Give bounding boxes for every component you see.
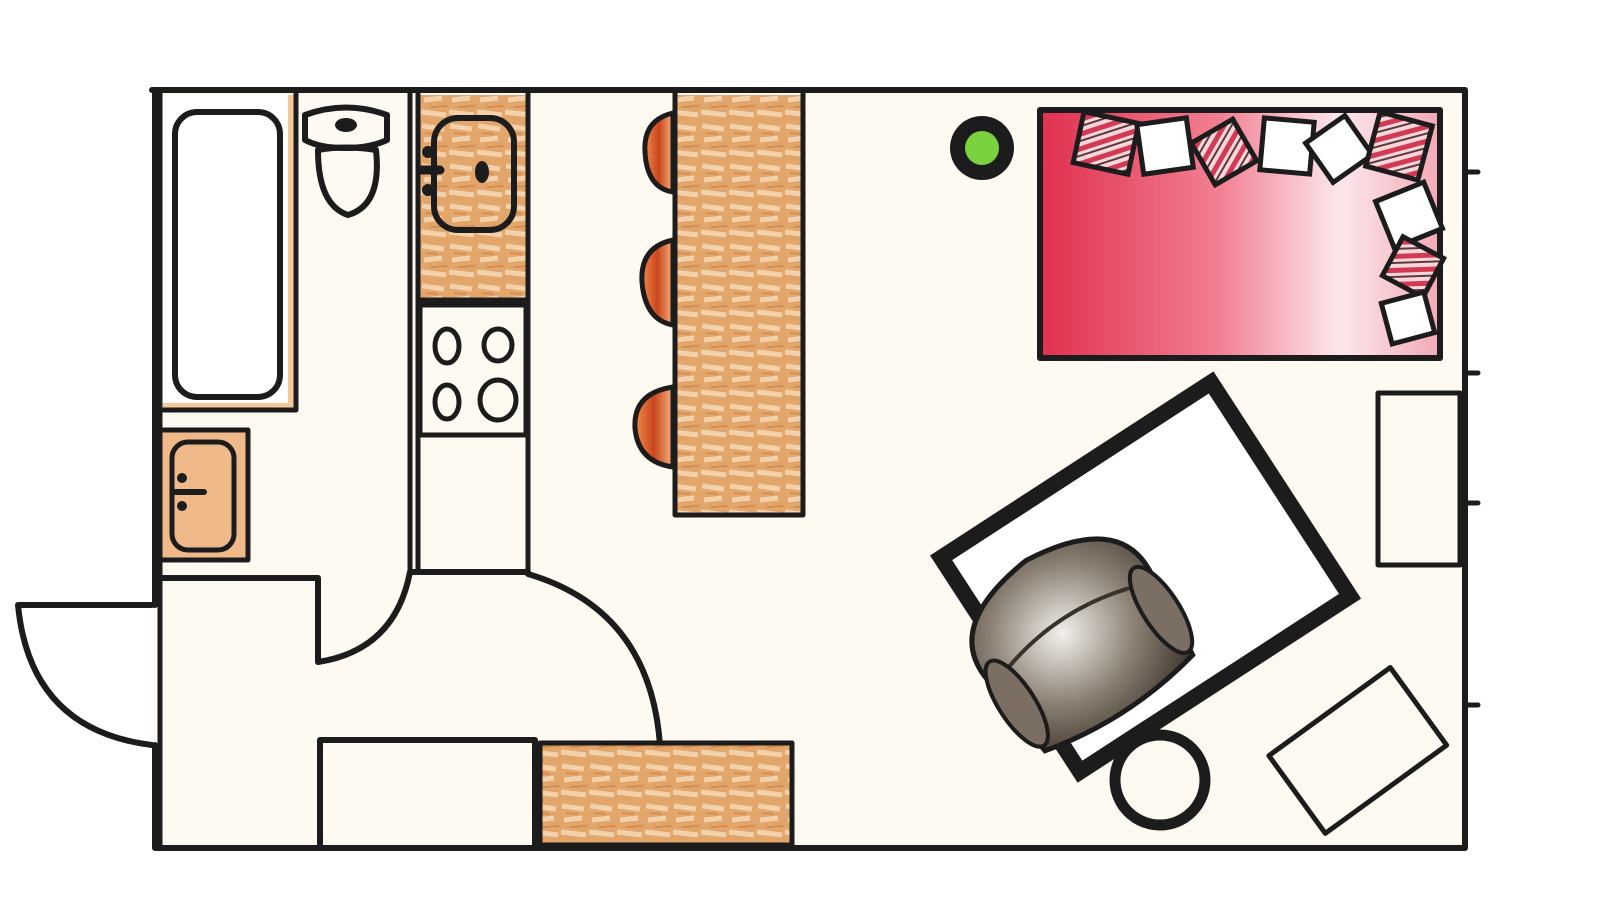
tv-bench	[1266, 665, 1450, 836]
burner	[477, 377, 519, 423]
shoe-cabinet	[540, 743, 792, 845]
window-marks	[1462, 169, 1481, 708]
pillow-icon	[1070, 108, 1142, 178]
burner	[432, 326, 462, 366]
living-area	[930, 107, 1463, 836]
armchair-icon	[969, 536, 1196, 754]
pillow-icon	[1362, 108, 1436, 184]
bathroom	[157, 89, 390, 563]
pillow-icon	[1372, 178, 1446, 252]
plant-icon	[950, 116, 1014, 180]
entrance-door	[15, 602, 155, 748]
bar-counter	[675, 95, 803, 515]
pillow-icon	[1133, 114, 1197, 178]
kitchen	[415, 89, 806, 575]
pillow-icon	[1302, 112, 1376, 186]
bar-stool-icon	[642, 109, 676, 195]
pillow-icon	[1187, 115, 1261, 189]
bathroom-sink-icon	[157, 427, 251, 563]
pillow-icon	[1378, 288, 1438, 348]
outer-walls	[149, 87, 1481, 851]
bathtub-icon	[172, 109, 283, 400]
bar-stools	[632, 109, 676, 470]
pillow-icon	[1378, 233, 1448, 301]
burner	[481, 326, 515, 364]
bar-stool-icon	[639, 236, 676, 328]
bar-stool-icon	[632, 384, 676, 470]
burner	[432, 382, 462, 422]
toilet-icon	[302, 104, 390, 218]
kitchen-door-swing	[525, 571, 663, 748]
bed	[1037, 107, 1448, 361]
side-table-icon	[1109, 729, 1211, 831]
pillows	[1070, 108, 1448, 348]
kitchen-sink-icon	[415, 115, 517, 233]
